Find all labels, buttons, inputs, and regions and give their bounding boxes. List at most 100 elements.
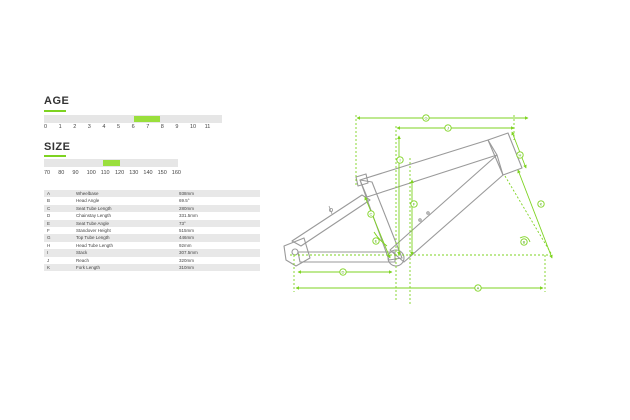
geometry-value: 280mm	[176, 204, 260, 213]
size-scale-bar	[44, 159, 178, 167]
dimension-marker-b: B	[520, 238, 528, 246]
age-tick-label: 2	[73, 124, 77, 130]
age-tick-label: 7	[146, 124, 150, 130]
size-tick-label: 140	[143, 170, 153, 176]
age-underline	[44, 110, 66, 112]
geometry-value: 515mm	[176, 227, 260, 235]
age-tick-label: 10	[190, 124, 197, 130]
dimension-marker-label: J	[447, 125, 449, 130]
size-tick-label: 120	[115, 170, 125, 176]
geometry-letter: H	[44, 241, 73, 250]
dimension-marker-label: I	[399, 157, 400, 162]
size-range-marker	[102, 160, 120, 166]
geometry-name: Seat Tube Angle	[73, 219, 176, 228]
geometry-value: 331.5mm	[176, 212, 260, 220]
size-title: SIZE	[44, 141, 71, 153]
age-tick-label: 5	[117, 124, 121, 130]
dimension-marker-label: H	[519, 152, 522, 157]
size-tick-label: 130	[129, 170, 139, 176]
geometry-letter: E	[44, 219, 73, 228]
dimension-marker-label: D	[342, 269, 345, 274]
dimension-lines	[290, 115, 553, 306]
geometry-name: Chainstay Length	[73, 212, 176, 220]
geometry-letter: G	[44, 234, 73, 242]
age-tick-label: 11	[204, 124, 211, 130]
size-underline	[44, 155, 66, 157]
dimension-marker-label: G	[424, 115, 427, 120]
dimension-marker-label: E	[375, 238, 378, 243]
geometry-name: Head Angle	[73, 197, 176, 205]
geometry-letter: A	[44, 190, 73, 198]
size-tick-label: 160	[171, 170, 181, 176]
dimension-markers: A B C D E F G H I J K	[339, 114, 545, 292]
size-tick-label: 150	[157, 170, 167, 176]
age-tick-label: 0	[44, 124, 48, 130]
geometry-name: Wheelbase	[73, 190, 176, 198]
geometry-name: Standover Height	[73, 227, 176, 235]
size-tick-label: 110	[100, 170, 110, 176]
size-tick-label: 90	[72, 170, 79, 176]
dimension-marker-a: A	[474, 284, 482, 292]
geometry-letter: C	[44, 204, 73, 213]
dimension-marker-e: E	[372, 237, 380, 245]
geometry-letter: K	[44, 264, 73, 272]
geometry-name: Head Tube Length	[73, 241, 176, 250]
dimension-marker-g: G	[422, 114, 430, 122]
dimension-marker-f: F	[410, 200, 418, 208]
dimension-marker-k: K	[537, 200, 545, 208]
bike-frame	[283, 132, 523, 267]
geometry-letter: B	[44, 197, 73, 205]
age-title: AGE	[44, 95, 70, 107]
geometry-letter: F	[44, 227, 73, 235]
disc-mount	[328, 205, 333, 215]
geometry-name: Seat Tube Length	[73, 204, 176, 213]
size-tick-label: 70	[44, 170, 51, 176]
dimension-marker-label: F	[413, 201, 416, 206]
dimension-marker-h: H	[516, 151, 524, 159]
age-tick-label: 9	[175, 124, 179, 130]
age-tick-label: 6	[131, 124, 135, 130]
geometry-name: Fork Length	[73, 264, 176, 272]
geometry-name: Stack	[73, 249, 176, 257]
dimension-marker-i: I	[396, 156, 404, 164]
dimension-marker-label: A	[477, 285, 480, 290]
age-tick-label: 4	[102, 124, 106, 130]
dimension-marker-j: J	[444, 124, 452, 132]
geometry-name: Top Tube Length	[73, 234, 176, 242]
dimension-marker-label: C	[370, 211, 373, 216]
geometry-value: 320mm	[176, 256, 260, 265]
age-tick-label: 1	[58, 124, 62, 130]
geometry-letter: I	[44, 249, 73, 257]
geometry-value: 446mm	[176, 234, 260, 242]
dimension-marker-label: K	[540, 201, 543, 206]
geometry-value: 938mm	[176, 190, 260, 198]
geometry-value: 69.5°	[176, 197, 260, 205]
size-tick-label: 80	[58, 170, 65, 176]
dimension-marker-d: D	[339, 268, 347, 276]
geometry-value: 73°	[176, 219, 260, 228]
dimension-marker-c: C	[367, 210, 375, 218]
age-tick-label: 8	[160, 124, 164, 130]
geometry-value: 310mm	[176, 264, 260, 272]
geometry-letter: D	[44, 212, 73, 220]
age-scale-bar	[44, 115, 222, 123]
dimension-marker-label: B	[523, 239, 526, 244]
geometry-letter: J	[44, 256, 73, 265]
geometry-value: 92mm	[176, 241, 260, 250]
geometry-name: Reach	[73, 256, 176, 265]
age-tick-label: 3	[87, 124, 91, 130]
size-tick-label: 100	[86, 170, 96, 176]
